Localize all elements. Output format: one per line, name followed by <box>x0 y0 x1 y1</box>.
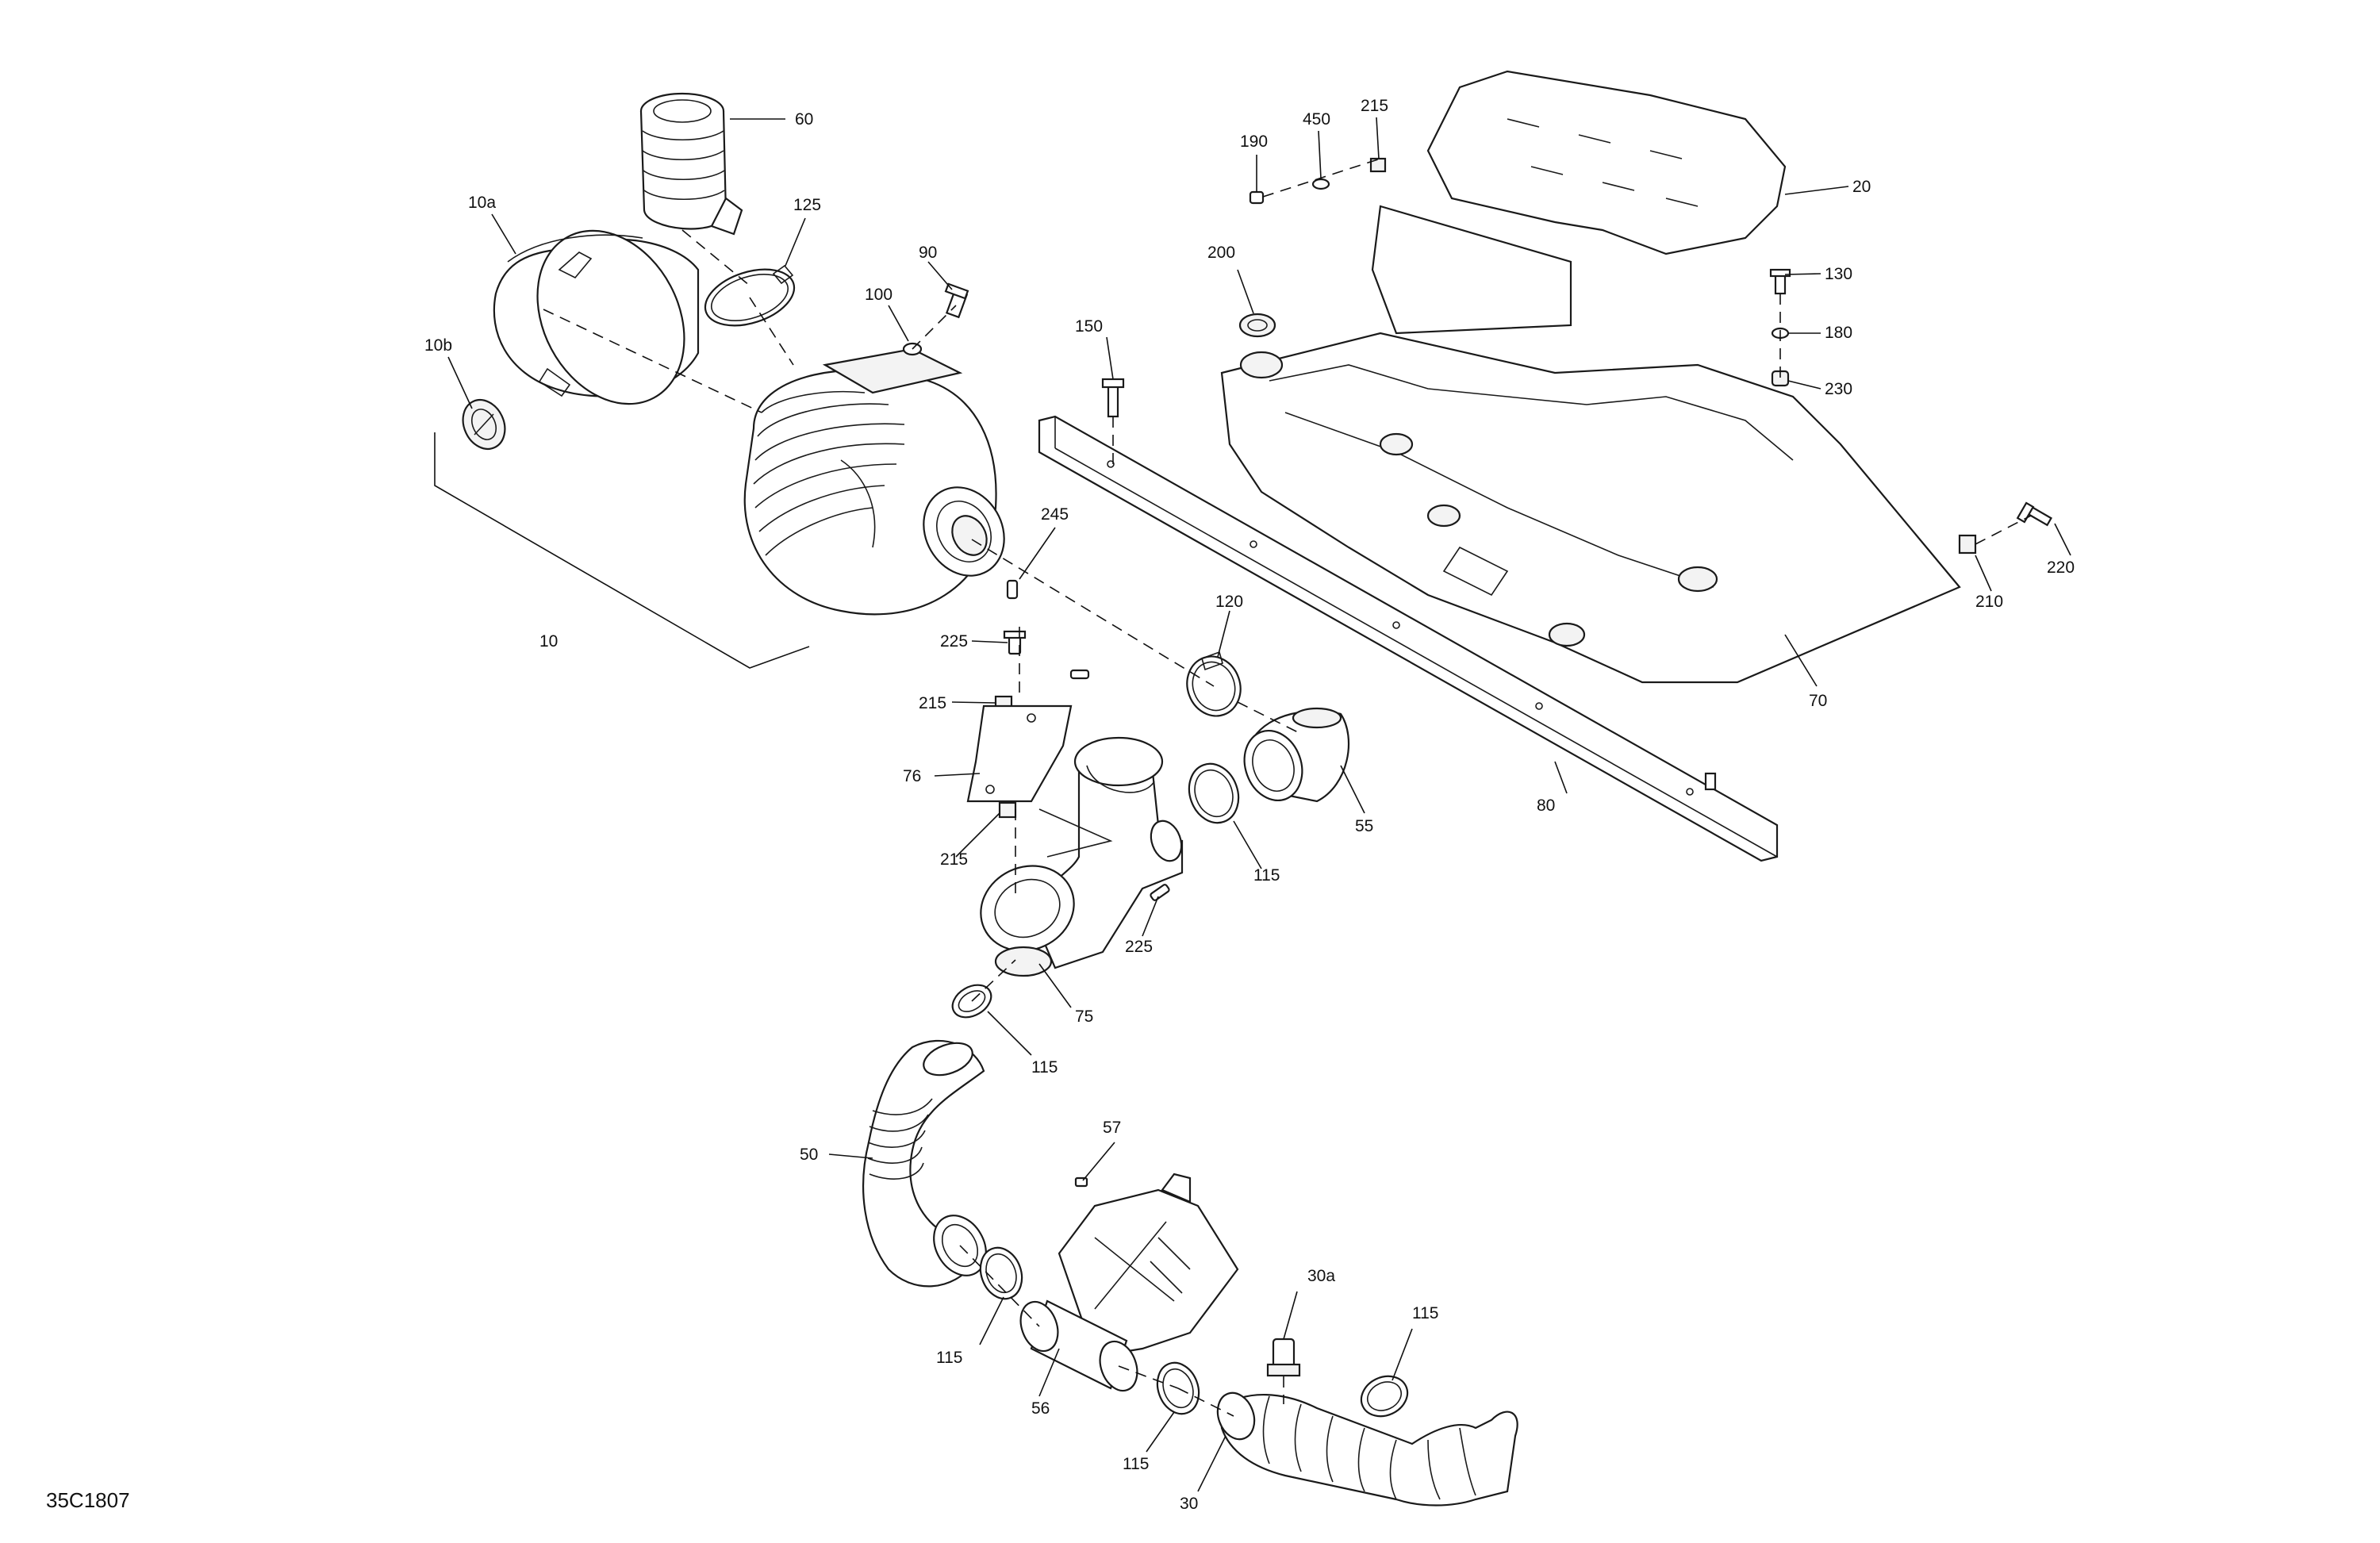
callout-50: 50 <box>800 1146 818 1164</box>
callout-80: 80 <box>1537 796 1555 815</box>
callout-220: 220 <box>2047 558 2075 577</box>
callout-60: 60 <box>795 110 813 129</box>
callout-115-mid: 115 <box>1031 1058 1058 1077</box>
clamp-115-lower-right <box>1360 1375 1409 1418</box>
callout-210: 210 <box>1975 593 2003 611</box>
screw-130 <box>1769 268 1791 295</box>
cover-20 <box>1371 70 1787 335</box>
callout-55: 55 <box>1355 817 1373 835</box>
fitting-30a <box>1266 1338 1301 1377</box>
callout-125: 125 <box>793 196 821 214</box>
callout-245: 245 <box>1041 505 1069 524</box>
callout-180: 180 <box>1825 324 1852 342</box>
screw-225-top <box>1003 630 1090 680</box>
intake-boot-60 <box>639 92 743 236</box>
callout-225-lower: 225 <box>1125 938 1153 956</box>
screw-225-lower <box>1150 884 1170 901</box>
callout-labels: 60 10a 125 90 100 10b 150 245 10 225 215… <box>424 97 2075 1513</box>
clamp-115-upper <box>1188 762 1240 824</box>
callout-150: 150 <box>1075 317 1103 336</box>
callout-115-left: 115 <box>936 1349 962 1367</box>
pin-245 <box>1006 579 1019 600</box>
callout-100: 100 <box>865 286 892 304</box>
drain-valve-10b <box>462 399 506 450</box>
callout-200: 200 <box>1207 244 1235 262</box>
outlet-duct-30 <box>1216 1391 1518 1507</box>
resonator-56 <box>1019 1173 1239 1392</box>
callout-215-top: 215 <box>1361 97 1388 115</box>
washer-450 <box>1311 178 1330 190</box>
callout-230: 230 <box>1825 380 1852 398</box>
callout-90: 90 <box>919 244 937 262</box>
callout-115-right: 115 <box>1412 1304 1438 1322</box>
callout-30a: 30a <box>1307 1267 1335 1285</box>
air-filter-housing-collar <box>493 229 700 405</box>
callout-190: 190 <box>1240 132 1268 151</box>
callout-115-upper: 115 <box>1253 866 1280 885</box>
screw-90 <box>944 282 969 319</box>
callout-30: 30 <box>1180 1495 1198 1513</box>
assembly-centerlines <box>543 158 2032 1417</box>
callout-76: 76 <box>903 767 921 785</box>
bolt-150 <box>1101 378 1125 418</box>
drawing-code: 35C1807 <box>46 1488 130 1512</box>
callout-57: 57 <box>1103 1119 1121 1137</box>
callout-130: 130 <box>1825 265 1852 283</box>
rail-80 <box>1038 415 1779 862</box>
clip-nut-215-lower <box>998 801 1017 819</box>
callout-225-top: 225 <box>940 632 968 651</box>
base-tray-70 <box>1220 332 1961 684</box>
grommet-200 <box>1238 313 1276 338</box>
elbow-duct-55 <box>1243 707 1350 803</box>
y-duct-75 <box>980 736 1184 977</box>
screw-220 <box>2016 501 2052 527</box>
callout-10: 10 <box>539 632 558 651</box>
callout-10a: 10a <box>468 194 496 212</box>
assembly-bracket-10 <box>434 432 810 669</box>
bracket-76 <box>966 704 1073 803</box>
callout-56: 56 <box>1031 1399 1050 1418</box>
callout-10b: 10b <box>424 336 452 355</box>
callout-450: 450 <box>1303 110 1330 129</box>
curved-duct-50 <box>862 1039 987 1288</box>
clamp-115-lower-left <box>979 1246 1023 1300</box>
leader-lines <box>447 117 2071 1492</box>
screw-190 <box>1249 190 1265 205</box>
clip-nut-215-top <box>1369 157 1387 173</box>
clip-nut-210 <box>1958 534 1977 555</box>
callout-215-lower: 215 <box>940 850 968 869</box>
air-filter-canister <box>743 347 1005 616</box>
callout-120: 120 <box>1215 593 1243 611</box>
callout-75: 75 <box>1075 1008 1093 1026</box>
callout-115-bottom: 115 <box>1123 1455 1149 1473</box>
callout-215-upper: 215 <box>919 694 946 712</box>
callout-20: 20 <box>1852 178 1871 196</box>
screw-57 <box>1074 1176 1088 1188</box>
callout-70: 70 <box>1809 692 1827 710</box>
